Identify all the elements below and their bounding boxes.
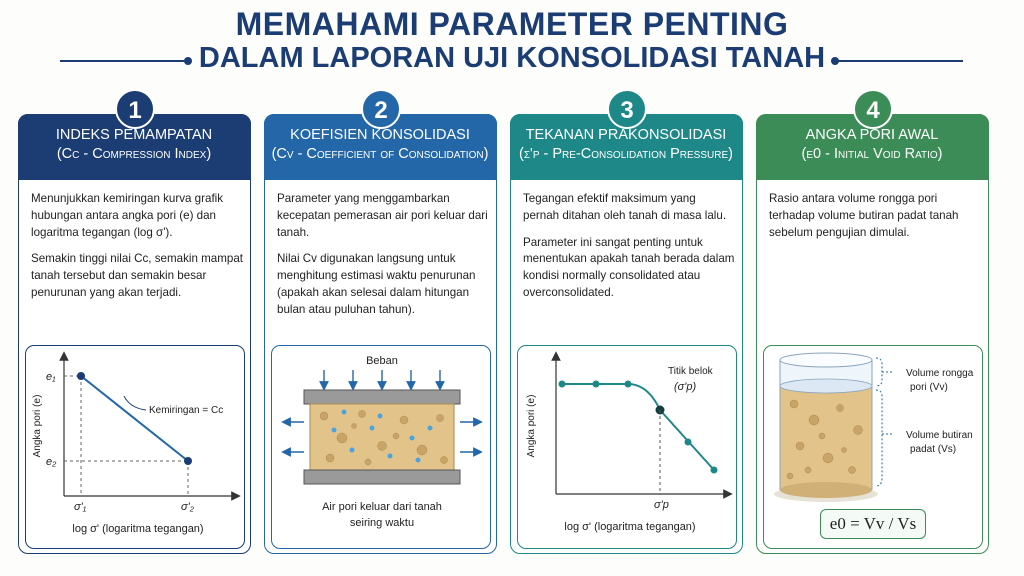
card-3-paragraph: Tegangan efektif maksimum yang pernah di… [523,192,727,222]
drainage-caption-line1: Air pori keluar dari tanah [322,501,442,513]
void-volume-middle [779,378,873,394]
void-ratio-formula: e0 = Vv / Vs [820,509,926,539]
void-bracket [875,357,883,387]
void-ratio-cylinder-diagram: Volume rongga pori (Vv) Volume butiran p… [763,345,983,549]
solid-label-line1: Volume butiran [906,430,973,441]
soil-drainage-diagram: Beban [271,345,491,549]
card-4-header: ANGKA PORI AWAL (e0 - Initial Void Ratio… [755,113,989,180]
card-3-description: Tegangan efektif maksimum yang pernah di… [523,191,735,312]
void-label-line1: Volume rongga [906,368,974,379]
card-2-title: KOEFISIEN KONSOLIDASI [290,126,470,143]
data-point-1 [77,372,85,380]
bottom-plate [303,469,461,485]
top-plate [303,389,461,405]
soil-solids-bottom [780,482,872,498]
compression-curve-svg: Kemiringan = Cc e₁ e₂ σ'₁ σ'₂ Angka pori… [32,351,241,535]
card-4-title: ANGKA PORI AWAL [805,126,939,143]
card-3-subtitle: (σ'p - Pre-Consolidation Pressure) [519,146,733,163]
card-1-subtitle: (Cc - Compression Index) [56,146,212,163]
card-3-title: TEKANAN PRAKONSOLIDASI [525,126,727,143]
card-4-description: Rasio antara volume rongga pori terhadap… [769,191,981,251]
card-2-number-badge: 2 [361,89,401,129]
page-title-line1: MEMAHAMI PARAMETER PENTING [235,6,789,42]
card-consolidation-coefficient: KOEFISIEN KONSOLIDASI (Cv - Coefficient … [263,89,497,554]
card-3-paragraph: Parameter ini sangat penting untuk menen… [523,235,735,299]
card-4-number-badge: 4 [853,89,893,129]
soil-solids-grains [786,399,863,480]
compression-curve-diagram: Kemiringan = Cc e₁ e₂ σ'₁ σ'₂ Angka pori… [25,345,245,549]
e2-label: e₂ [46,456,57,468]
x-axis-label: log σ' (logaritma tegangan) [72,523,203,535]
card-2-paragraph: Nilai Cv digunakan langsung untuk menghi… [277,252,476,316]
x-axis-label: log σ' (logaritma tegangan) [564,521,695,533]
y-axis-label: Angka pori (e) [526,395,537,458]
x-marker-label: σ'p [654,499,669,511]
load-label: Beban [366,355,398,367]
slope-label: Kemiringan = Cc [149,405,223,416]
card-2-description: Parameter yang menggambarkan kecepatan p… [277,191,489,329]
curve-points [558,380,718,474]
page-title-line2: DALAM LAPORAN UJI KONSOLIDASI TANAH [198,42,826,74]
bend-symbol: (σ'p) [674,381,697,393]
solid-bracket [875,389,883,487]
card-1-paragraph: Menunjukkan kemiringan kurva grafik hubu… [31,192,224,239]
card-1-number-badge: 1 [115,89,155,129]
card-1-paragraph: Semakin tinggi nilai Cc, semakin mampat … [31,252,243,299]
soil-grains [319,410,448,466]
slope-leader [123,395,147,411]
card-initial-void-ratio: ANGKA PORI AWAL (e0 - Initial Void Ratio… [755,89,989,554]
title-rule-left [60,57,192,65]
y-axis-label: Angka pori (e) [32,395,43,458]
page-header: MEMAHAMI PARAMETER PENTING DALAM LAPORAN… [0,0,1024,80]
card-4-paragraph: Rasio antara volume rongga pori terhadap… [769,192,959,239]
preconsolidation-curve-svg: Titik belok (σ'p) σ'p Angka pori (e) log… [526,351,733,533]
sigma1-label: σ'₁ [74,501,87,513]
card-2-subtitle: (Cv - Coefficient of Consolidation) [271,146,489,163]
soil-drainage-svg: Beban [281,355,483,529]
bend-label: Titik belok [668,366,714,377]
load-arrows [319,370,445,391]
card-compression-index: INDEKS PEMAMPATAN (Cc - Compression Inde… [17,89,251,554]
compression-line [80,375,189,462]
drainage-caption-line2: seiring waktu [350,517,414,529]
card-4-subtitle: (e0 - Initial Void Ratio) [801,146,943,163]
card-2-paragraph: Parameter yang menggambarkan kecepatan p… [277,192,488,239]
card-3-number-badge: 3 [607,89,647,129]
water-droplets [331,409,433,463]
card-1-description: Menunjukkan kemiringan kurva grafik hubu… [31,191,243,312]
title-rule-right [831,57,963,65]
solid-label-line2: padat (Vs) [910,444,956,455]
card-1-title: INDEKS PEMAMPATAN [55,126,213,143]
card-preconsolidation-pressure: TEKANAN PRAKONSOLIDASI (σ'p - Pre-Consol… [509,89,743,554]
preconsolidation-curve-diagram: Titik belok (σ'p) σ'p Angka pori (e) log… [517,345,737,549]
cylinder-top [779,352,873,368]
void-label-line2: pori (Vv) [910,382,948,393]
data-point-2 [184,457,192,465]
void-ratio-curve [562,383,715,471]
void-ratio-cylinder-svg: Volume rongga pori (Vv) Volume butiran p… [774,352,974,502]
e1-label: e₁ [46,371,56,383]
drainage-arrows [281,417,483,457]
sigma2-label: σ'₂ [181,501,195,513]
